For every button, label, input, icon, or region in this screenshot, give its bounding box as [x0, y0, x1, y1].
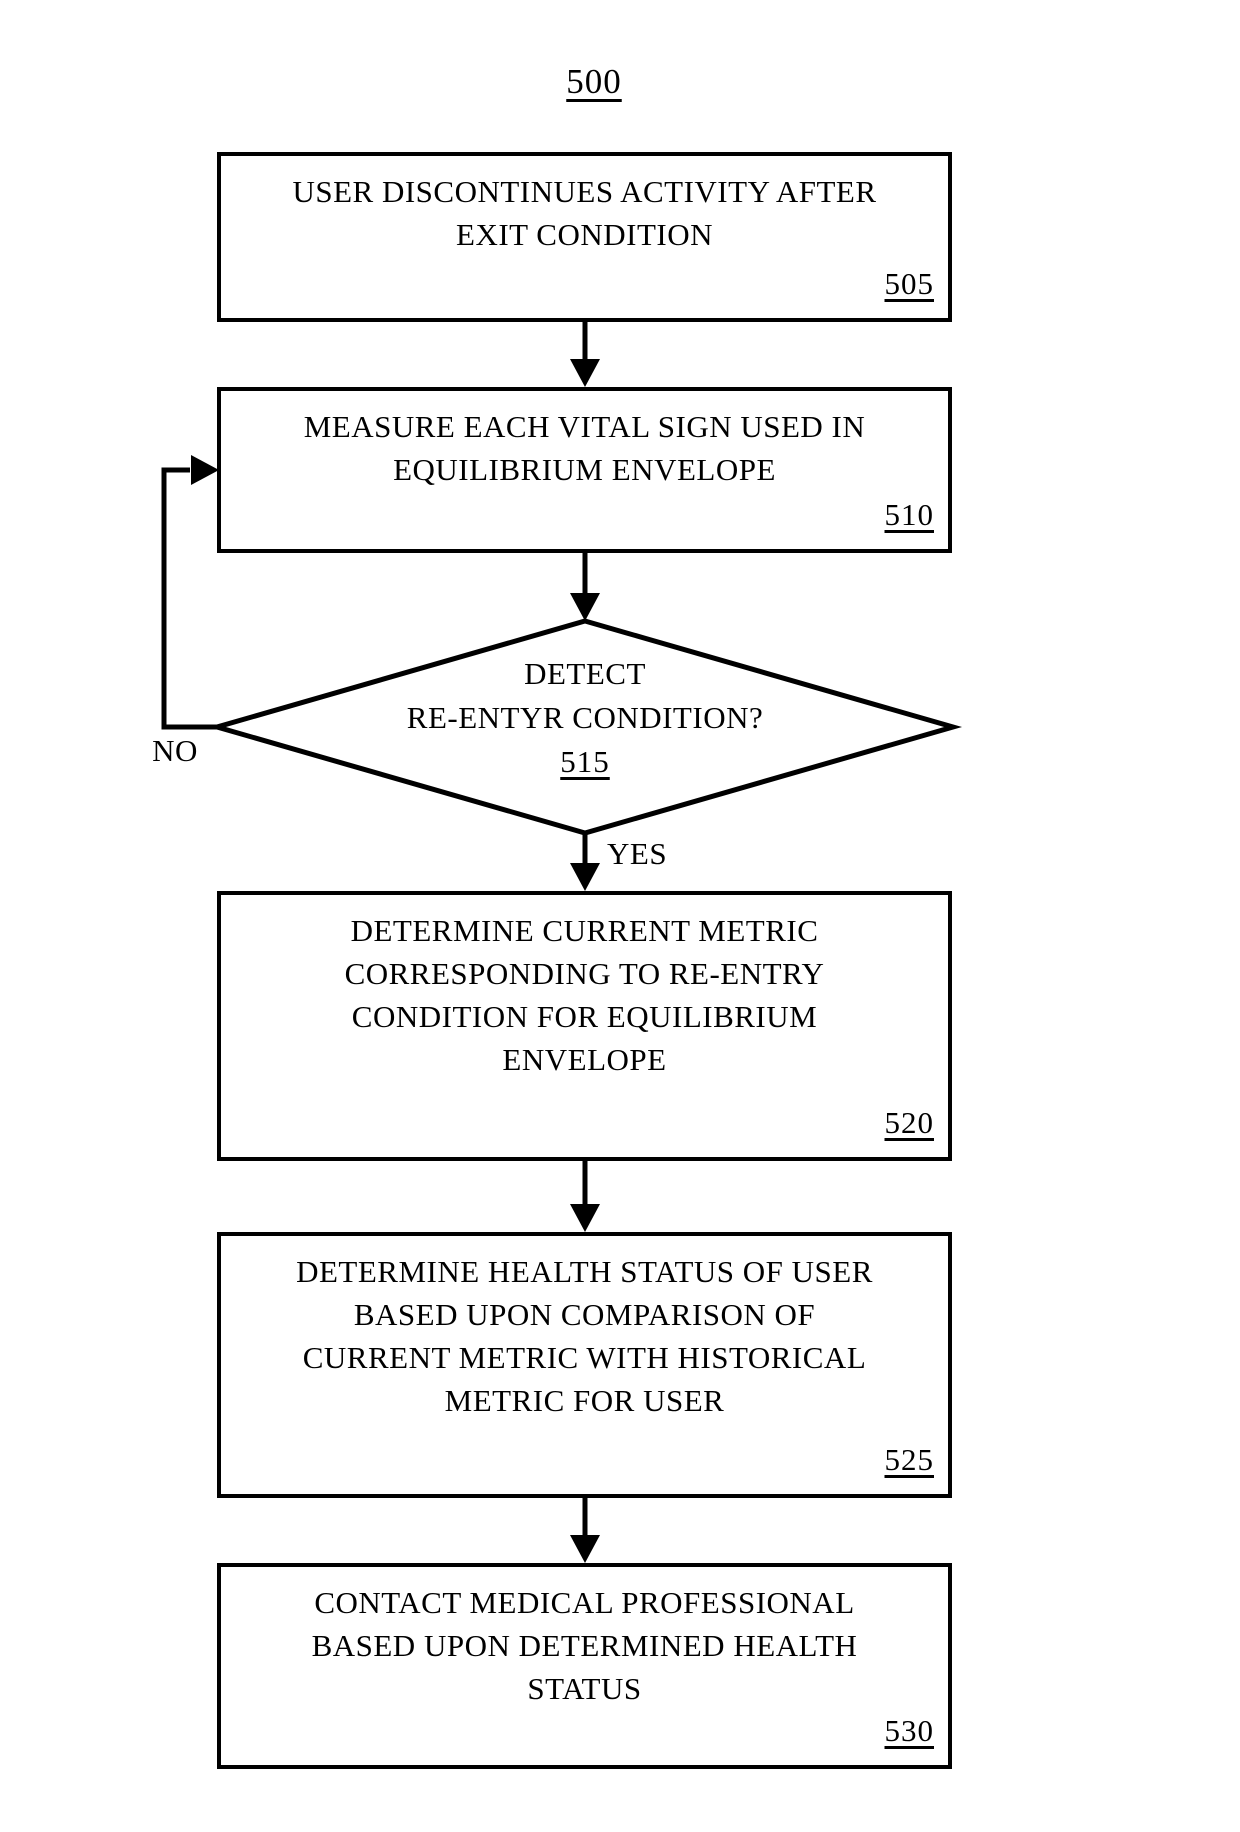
node-line: STATUS [527, 1671, 642, 1706]
node-line: DETERMINE CURRENT METRIC [350, 913, 819, 948]
node-line: ENVELOPE [502, 1042, 667, 1077]
arrow-yes-head-icon [570, 863, 600, 891]
node-text-510: MEASURE EACH VITAL SIGN USED IN EQUILIBR… [221, 405, 948, 491]
node-line: CORRESPONDING TO RE-ENTRY [344, 956, 825, 991]
arrow-510-515-head-icon [570, 593, 600, 621]
node-line: DETECT [524, 656, 646, 691]
node-line: EQUILIBRIUM ENVELOPE [393, 452, 776, 487]
node-line: BASED UPON DETERMINED HEALTH [311, 1628, 858, 1663]
arrow-520-525-head-icon [570, 1204, 600, 1232]
node-text-525: DETERMINE HEALTH STATUS OF USER BASED UP… [221, 1250, 948, 1422]
node-text-505: USER DISCONTINUES ACTIVITY AFTER EXIT CO… [221, 170, 948, 256]
arrow-505-510-head-icon [570, 359, 600, 387]
no-loop-arrowhead-icon [191, 455, 219, 485]
ref-label-505: 505 [884, 266, 934, 301]
node-line: USER DISCONTINUES ACTIVITY AFTER [292, 174, 877, 209]
edge-label-yes: YES [607, 836, 668, 871]
no-loop-line [161, 467, 217, 730]
ref-label-510: 510 [884, 497, 934, 532]
node-text-520: DETERMINE CURRENT METRIC CORRESPONDING T… [221, 909, 948, 1081]
ref-label-525: 525 [884, 1442, 934, 1477]
process-box-520: DETERMINE CURRENT METRIC CORRESPONDING T… [217, 891, 952, 1161]
figure-title: 500 [566, 62, 622, 101]
node-line: BASED UPON COMPARISON OF [353, 1297, 816, 1332]
ref-label-530: 530 [884, 1713, 934, 1748]
edge-label-no: NO [152, 733, 198, 768]
node-line: MEASURE EACH VITAL SIGN USED IN [303, 409, 866, 444]
node-line: CONTACT MEDICAL PROFESSIONAL [314, 1585, 855, 1620]
ref-label-520: 520 [884, 1105, 934, 1140]
arrow-525-530-head-icon [570, 1535, 600, 1563]
node-line: DETERMINE HEALTH STATUS OF USER [296, 1254, 873, 1289]
process-box-510: MEASURE EACH VITAL SIGN USED IN EQUILIBR… [217, 387, 952, 553]
ref-label-515: 515 [560, 744, 610, 779]
process-box-530: CONTACT MEDICAL PROFESSIONAL BASED UPON … [217, 1563, 952, 1769]
decision-text-515: DETECT RE-ENTYR CONDITION? 515 [335, 652, 835, 784]
node-line: CONDITION FOR EQUILIBRIUM [351, 999, 818, 1034]
process-box-505: USER DISCONTINUES ACTIVITY AFTER EXIT CO… [217, 152, 952, 322]
node-text-530: CONTACT MEDICAL PROFESSIONAL BASED UPON … [221, 1581, 948, 1710]
node-line: EXIT CONDITION [456, 217, 713, 252]
node-line: RE-ENTYR CONDITION? [406, 700, 764, 735]
node-line: METRIC FOR USER [444, 1383, 725, 1418]
process-box-525: DETERMINE HEALTH STATUS OF USER BASED UP… [217, 1232, 952, 1498]
node-line: CURRENT METRIC WITH HISTORICAL [302, 1340, 867, 1375]
